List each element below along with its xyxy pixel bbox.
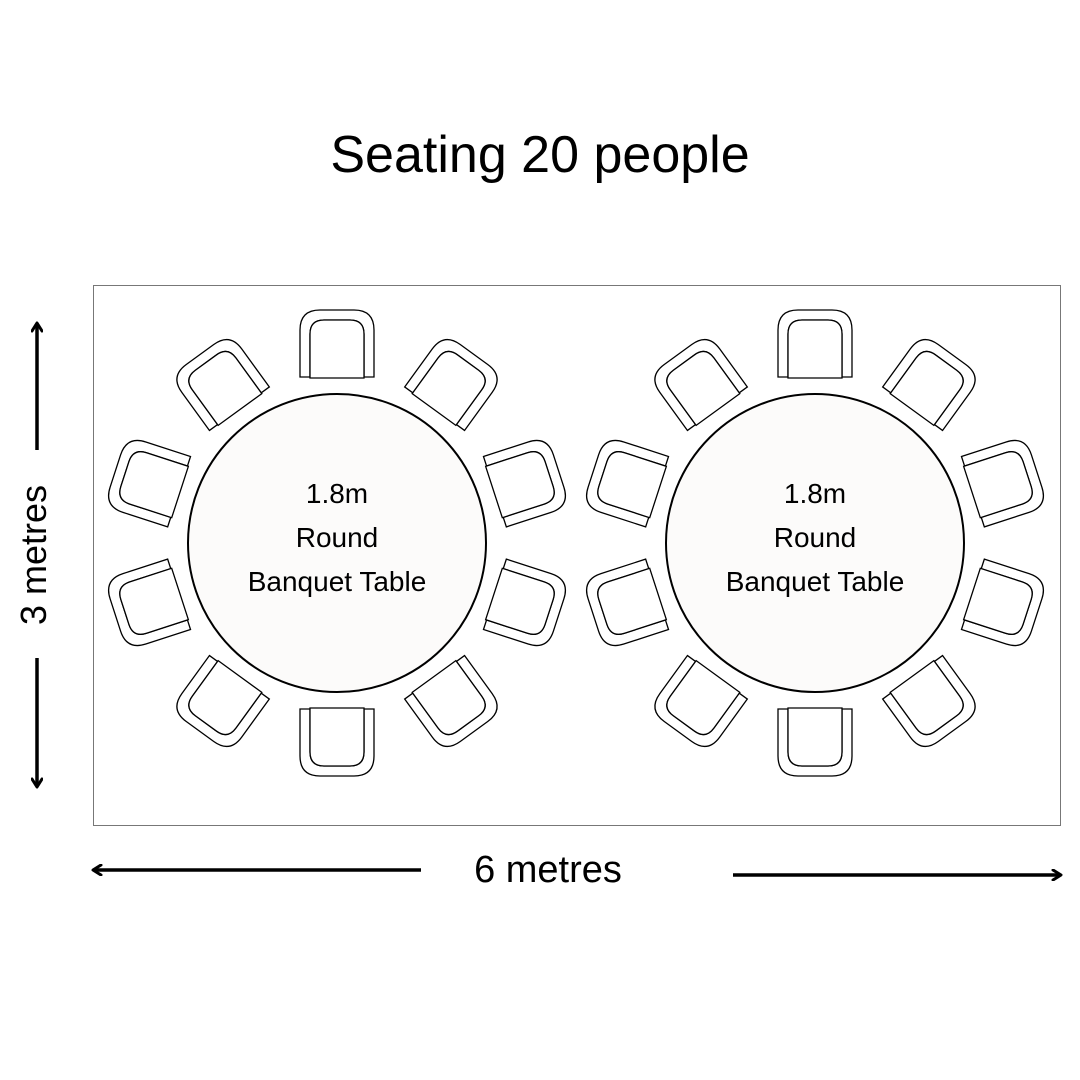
chair: [482, 558, 567, 647]
chair: [585, 439, 670, 528]
table-top: [187, 393, 487, 693]
chair: [960, 558, 1045, 647]
table-size-label: 1.8m: [784, 478, 846, 509]
chair: [176, 338, 271, 432]
width-label: 6 metres: [474, 849, 622, 891]
chair: [881, 338, 976, 432]
chair: [107, 439, 192, 528]
page-title: Seating 20 people: [330, 126, 749, 184]
chair: [176, 654, 271, 748]
chair: [299, 707, 375, 777]
table-type-label: Banquet Table: [248, 566, 427, 597]
table-shape-label: Round: [774, 522, 857, 553]
table-size-label: 1.8m: [306, 478, 368, 509]
table-shape-label: Round: [296, 522, 379, 553]
chair: [107, 558, 192, 647]
chair: [299, 309, 375, 379]
chair: [777, 707, 853, 777]
chair: [585, 558, 670, 647]
chair: [403, 338, 498, 432]
chair: [881, 654, 976, 748]
table-top: [665, 393, 965, 693]
chair: [960, 439, 1045, 528]
chair: [654, 338, 749, 432]
chair: [482, 439, 567, 528]
chair: [654, 654, 749, 748]
chair: [403, 654, 498, 748]
height-label: 3 metres: [13, 485, 54, 625]
chair: [777, 309, 853, 379]
table-type-label: Banquet Table: [726, 566, 905, 597]
